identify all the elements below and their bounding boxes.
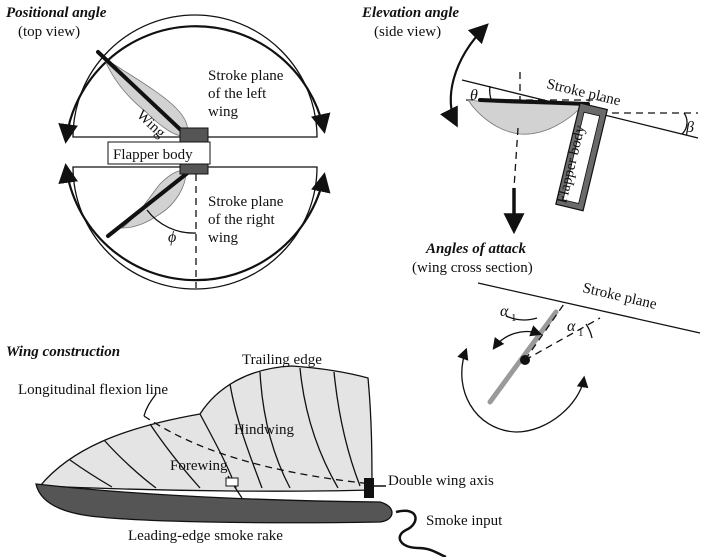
forewing-joint xyxy=(225,477,239,487)
positional-angle-panel: Positional angle (top view) Wing Flapper… xyxy=(6,5,331,290)
right-stroke-plane-disc xyxy=(72,166,318,290)
phi-symbol: ϕ xyxy=(168,229,176,246)
side-body-inner xyxy=(562,111,601,204)
alpha-symbol-1: α xyxy=(500,303,509,320)
elevation-subtitle: (side view) xyxy=(374,24,441,40)
vein-8 xyxy=(69,459,113,488)
alpha-arc-2 xyxy=(585,323,593,339)
alpha-subscript-1: 1 xyxy=(511,312,517,324)
beta-arc xyxy=(681,112,688,135)
side-wing-membrane xyxy=(467,99,585,135)
trailing-edge-label: Trailing edge xyxy=(242,352,322,368)
vein-1 xyxy=(259,371,291,489)
theta-symbol: θ xyxy=(470,87,478,104)
forewing-label: Forewing xyxy=(170,458,228,474)
flexion-leader xyxy=(143,393,157,417)
hindwing-label: Hindwing xyxy=(234,422,295,438)
attack-subtitle: (wing cross section) xyxy=(412,260,533,276)
right-plane-label-2: of the right xyxy=(208,212,275,228)
attack-angle-panel: Angles of attack (wing cross section) St… xyxy=(412,241,701,433)
vein-2 xyxy=(299,367,339,489)
vein-7 xyxy=(103,439,157,489)
attack-title: Angles of attack xyxy=(425,241,526,257)
flapper-body-box xyxy=(107,141,211,165)
flexion-line-label: Longitudinal flexion line xyxy=(18,382,168,398)
left-wing-spar xyxy=(96,50,186,135)
construction-title: Wing construction xyxy=(6,344,120,360)
flexion-line xyxy=(143,415,373,485)
left-plane-label-1: Stroke plane xyxy=(208,68,284,84)
side-wing-spar xyxy=(478,98,590,106)
flapper-body-label: Flapper body xyxy=(113,147,193,163)
attack-plane-label: Stroke plane xyxy=(581,280,658,313)
elevation-sweep-arrow xyxy=(440,23,489,128)
smoke-input-tube xyxy=(395,509,447,557)
alpha-arc-1 xyxy=(505,315,538,321)
attack-stroke-plane-line xyxy=(477,282,701,334)
right-plane-label-3: wing xyxy=(208,230,239,246)
small-rotation-arrow xyxy=(492,325,543,350)
flapper-body-top xyxy=(179,127,209,143)
positional-title: Positional angle xyxy=(6,5,107,21)
vein-3 xyxy=(333,371,361,487)
side-flapper-body xyxy=(555,102,609,212)
left-plane-label-3: wing xyxy=(208,104,239,120)
double-wing-axis xyxy=(364,478,374,498)
positional-subtitle: (top view) xyxy=(18,24,80,40)
left-plane-label-2: of the left xyxy=(208,86,267,102)
left-sweep-arrow xyxy=(58,25,331,144)
phi-arc xyxy=(146,209,197,234)
beta-symbol: β xyxy=(685,119,694,136)
wing-construction-panel: Wing construction Trailing edge Longitud… xyxy=(6,344,503,557)
right-plane-label-1: Stroke plane xyxy=(208,194,284,210)
right-sweep-arrow xyxy=(58,163,331,282)
elevation-angle-panel: Elevation angle (side view) Stroke plane… xyxy=(361,5,699,235)
smoke-rake-label: Leading-edge smoke rake xyxy=(128,528,283,544)
vertical-reference-line xyxy=(513,127,519,189)
vein-4 xyxy=(229,383,263,489)
vein-6 xyxy=(149,423,201,489)
alpha-symbol-2: α xyxy=(567,318,576,335)
elevation-title: Elevation angle xyxy=(361,5,459,21)
double-axis-label: Double wing axis xyxy=(388,473,494,489)
smoke-input-label: Smoke input xyxy=(426,513,503,529)
large-rotation-arrow xyxy=(457,347,589,433)
leading-edge-smoke-rake xyxy=(35,483,393,524)
right-wing-spar xyxy=(106,169,192,238)
alpha-subscript-2: 1 xyxy=(578,327,584,339)
